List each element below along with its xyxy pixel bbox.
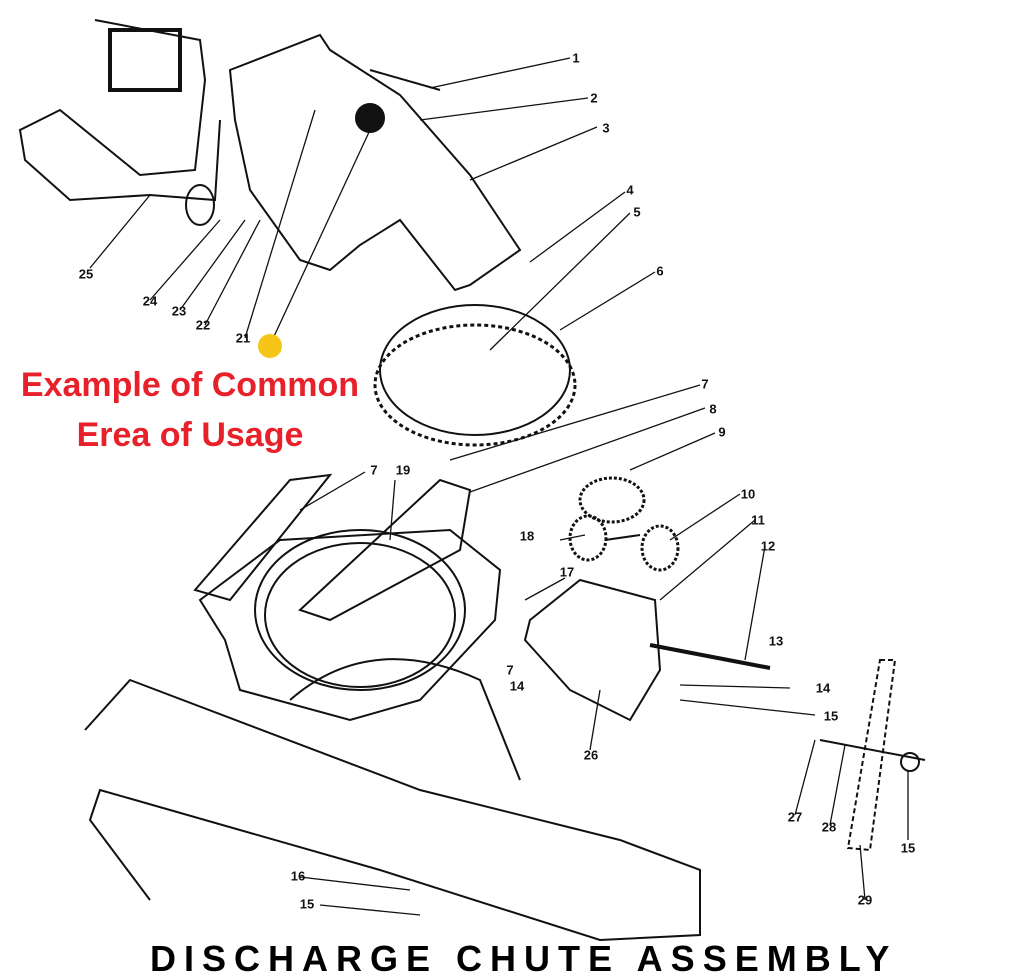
callout-2: 2 <box>590 90 598 106</box>
callout-6: 6 <box>656 263 664 279</box>
callout-15c: 15 <box>900 840 916 856</box>
callout-27: 27 <box>787 809 803 825</box>
callout-15d: 15 <box>299 896 315 912</box>
callout-28: 28 <box>821 819 837 835</box>
callout-8: 8 <box>709 401 717 417</box>
callout-26: 26 <box>583 747 599 763</box>
callout-7: 7 <box>701 376 709 392</box>
annotation-line-1: Example of Common <box>20 366 360 404</box>
crank-rod-part-29 <box>819 659 926 852</box>
callout-3: 3 <box>602 120 610 136</box>
callout-7b: 7 <box>506 662 514 678</box>
callout-1: 1 <box>572 50 580 66</box>
callout-21: 21 <box>235 330 251 346</box>
callout-29: 29 <box>857 892 873 908</box>
callout-14b: 14 <box>509 678 525 694</box>
callout-11: 11 <box>751 512 765 528</box>
callout-17: 17 <box>559 564 575 580</box>
annotation-line-2: Erea of Usage <box>76 416 304 454</box>
callout-9: 9 <box>718 424 726 440</box>
callout-10: 10 <box>740 486 756 502</box>
callout-22: 22 <box>195 317 211 333</box>
diagram-title: DISCHARGE CHUTE ASSEMBLY <box>150 938 898 979</box>
chute-base-part-19 <box>193 473 502 722</box>
callout-13: 13 <box>768 633 784 649</box>
callout-5: 5 <box>633 204 641 220</box>
chute-deflector-part-25 <box>18 19 221 226</box>
callout-14: 14 <box>815 680 831 696</box>
leader-lines <box>89 57 909 916</box>
callout-12: 12 <box>760 538 776 554</box>
bracket-part-11 <box>523 578 771 722</box>
callout-25: 25 <box>78 266 94 282</box>
callout-15: 15 <box>823 708 839 724</box>
highlight-marker <box>258 334 282 358</box>
callout-18: 18 <box>519 528 535 544</box>
annotation-label: Example of Common Erea of Usage <box>0 360 380 460</box>
callout-19: 19 <box>395 462 411 478</box>
gear-assembly-parts-9-10-18 <box>568 476 680 572</box>
callout-23: 23 <box>171 303 187 319</box>
callout-16: 16 <box>290 868 306 884</box>
chute-ring-gear-part-6 <box>373 304 577 447</box>
callout-24: 24 <box>142 293 158 309</box>
parts-diagram <box>18 19 926 942</box>
callout-4: 4 <box>626 182 634 198</box>
discharge-chute-part-3 <box>228 33 522 292</box>
auger-housing <box>84 658 701 942</box>
callout-7c: 7 <box>370 462 378 478</box>
